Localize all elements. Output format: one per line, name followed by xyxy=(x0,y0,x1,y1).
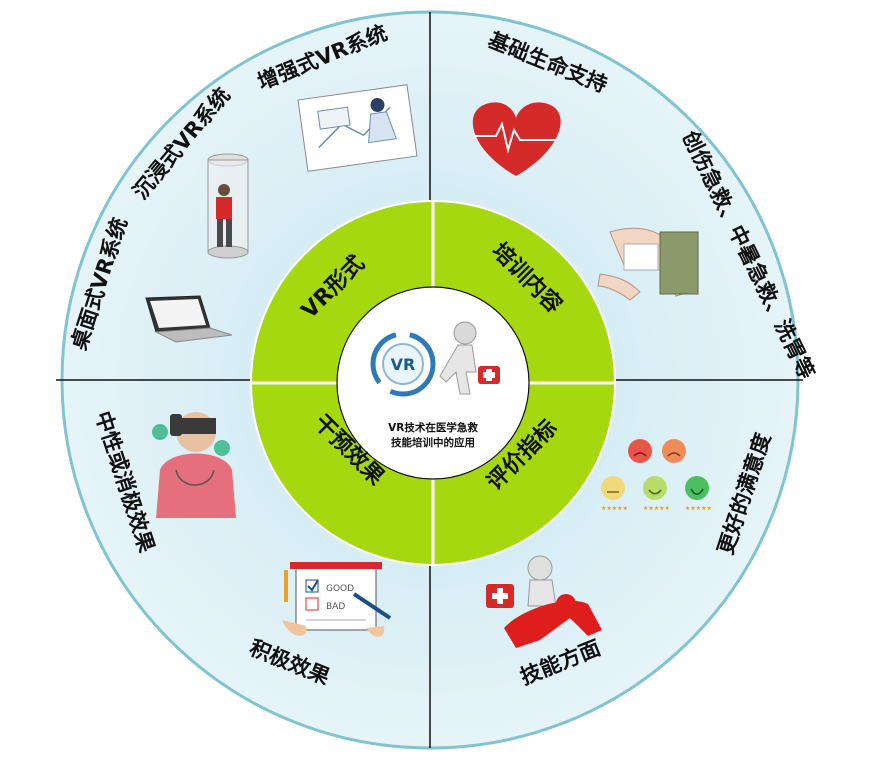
center-caption-line1: VR技术在医学急救 xyxy=(388,421,478,434)
vr-logo-icon: VR xyxy=(370,331,436,397)
vr-booth-icon xyxy=(207,153,249,259)
medic-running-icon xyxy=(439,321,500,395)
emoji-rating-icon: ★★★★★ ★★★★★ ★★★★★ xyxy=(601,439,712,512)
angry-face-icon xyxy=(628,439,652,463)
sad-face-icon xyxy=(662,439,686,463)
neutral-face-icon xyxy=(601,476,625,500)
svg-text:GOOD: GOOD xyxy=(326,584,354,594)
center-caption-line2: 技能培训中的应用 xyxy=(391,436,475,449)
svg-text:★★★★★: ★★★★★ xyxy=(601,505,628,512)
laptop-icon xyxy=(145,295,233,343)
svg-text:★★★★★: ★★★★★ xyxy=(685,505,712,512)
vr-logo-text: VR xyxy=(391,355,416,374)
happy-face-icon xyxy=(685,476,709,500)
bandaged-leg-icon xyxy=(597,227,699,301)
checklist-good-bad-icon: GOOD BAD xyxy=(282,562,392,637)
svg-text:★★★★★: ★★★★★ xyxy=(643,505,670,512)
vr-headset-nurse-icon xyxy=(152,412,236,518)
heart-ecg-icon xyxy=(472,102,561,176)
first-aid-rescue-icon xyxy=(486,555,602,648)
ar-surgery-illustration xyxy=(297,84,418,172)
smile-face-icon xyxy=(643,476,667,500)
svg-text:BAD: BAD xyxy=(326,602,345,612)
center-circle xyxy=(336,286,530,480)
